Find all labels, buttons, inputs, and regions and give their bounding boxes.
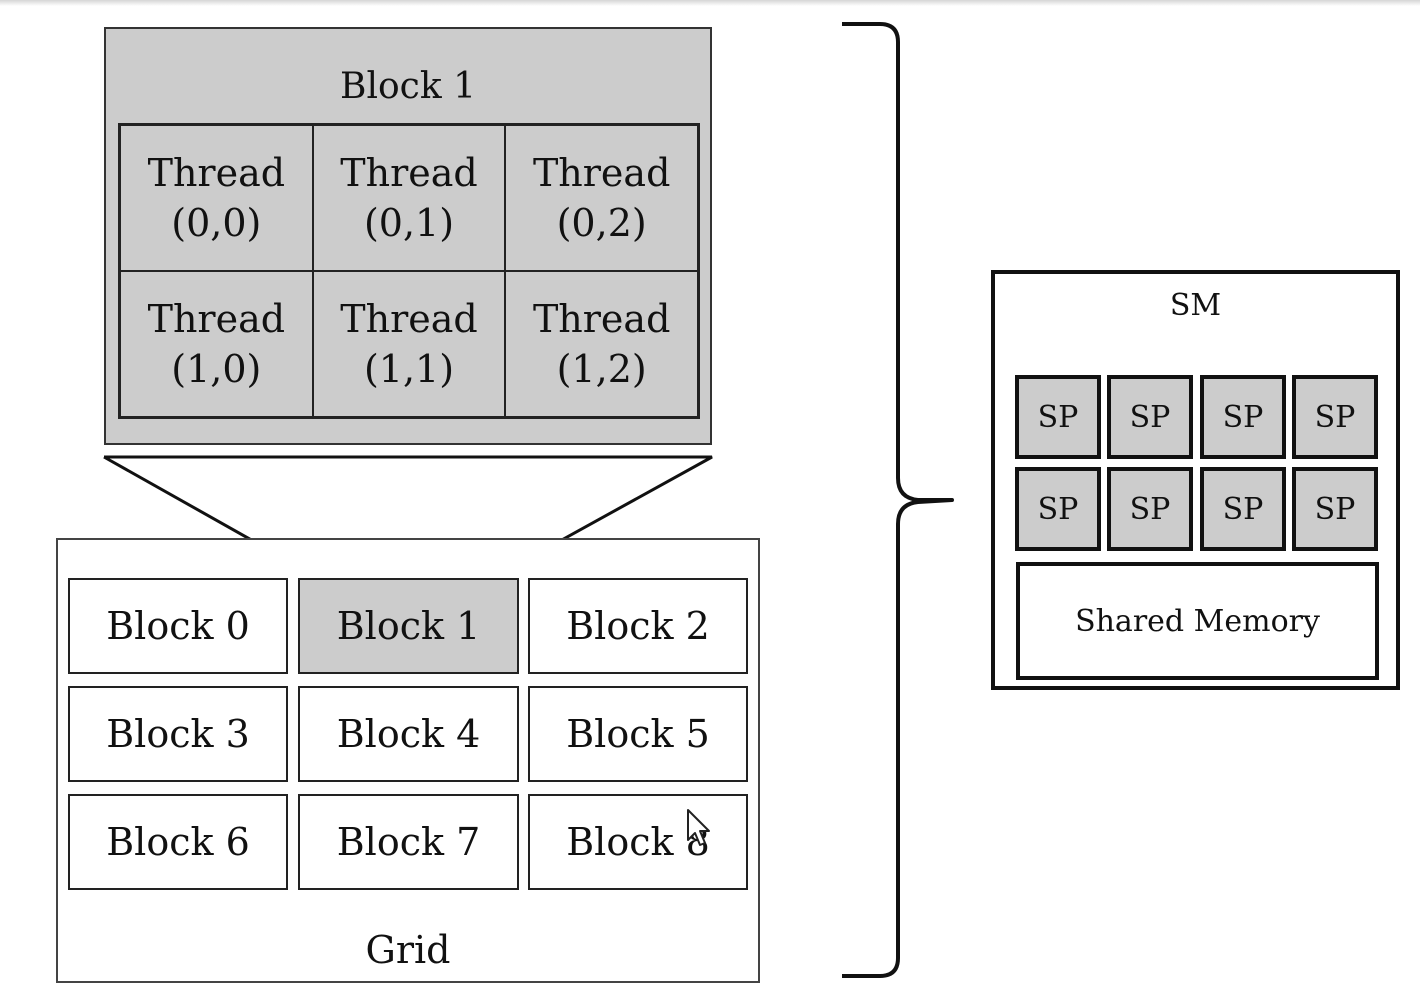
grid-block-7: Block 7 <box>298 794 519 890</box>
thread-index: (1,1) <box>363 347 455 391</box>
grid-block-6: Block 6 <box>68 794 288 890</box>
grid-block-4: Block 4 <box>298 686 519 782</box>
grid-block-3: Block 3 <box>68 686 288 782</box>
shared-memory: Shared Memory <box>1016 562 1379 680</box>
thread-label: Thread <box>147 297 286 341</box>
thread-cell: Thread (0,1) <box>312 125 506 271</box>
zoomed-block-title: Block 1 <box>340 66 476 107</box>
sm-title: SM <box>1169 288 1222 323</box>
thread-label: Thread <box>532 151 671 195</box>
sp-unit: SP <box>1015 375 1101 459</box>
zoom-connector-right <box>104 455 713 580</box>
zoomed-block: Block 1 Thread (0,0) Thread (0,1) Thread… <box>104 27 712 445</box>
thread-cell: Thread (0,0) <box>120 125 313 271</box>
grid-block-2: Block 2 <box>528 578 748 674</box>
thread-index: (1,0) <box>171 347 262 391</box>
thread-label: Thread <box>340 151 478 195</box>
sm-box: SM SP SP SP SP SP SP SP SP Shared Memory <box>991 270 1400 690</box>
sp-unit: SP <box>1107 375 1193 459</box>
thread-index: (1,2) <box>556 347 647 391</box>
grid-block-1-highlighted: Block 1 <box>298 578 519 674</box>
mouse-cursor-icon <box>687 809 710 846</box>
thread-grid: Thread (0,0) Thread (0,1) Thread (0,2) T… <box>118 123 700 419</box>
thread-label: Thread <box>340 297 478 341</box>
thread-cell: Thread (1,0) <box>120 271 313 417</box>
thread-index: (0,1) <box>363 201 455 245</box>
thread-label: Thread <box>147 151 286 195</box>
thread-cell: Thread (0,2) <box>505 125 698 271</box>
thread-cell: Thread (1,2) <box>505 271 698 417</box>
sp-unit: SP <box>1107 467 1193 551</box>
grid-block-8: Block 8 <box>528 794 748 890</box>
grid-block-5: Block 5 <box>528 686 748 782</box>
sp-unit: SP <box>1292 467 1378 551</box>
thread-cell: Thread (1,1) <box>312 271 506 417</box>
window-top-edge <box>0 0 1420 6</box>
grid-block-0: Block 0 <box>68 578 288 674</box>
sp-unit: SP <box>1015 467 1101 551</box>
sp-unit: SP <box>1200 375 1286 459</box>
sp-unit: SP <box>1292 375 1378 459</box>
grid-container: Block 0 Block 1 Block 2 Block 3 Block 4 … <box>56 538 760 983</box>
brace-path <box>842 22 954 978</box>
sp-unit: SP <box>1200 467 1286 551</box>
thread-index: (0,0) <box>171 201 262 245</box>
thread-index: (0,2) <box>556 201 647 245</box>
thread-label: Thread <box>532 297 671 341</box>
grid-label: Grid <box>365 928 451 972</box>
